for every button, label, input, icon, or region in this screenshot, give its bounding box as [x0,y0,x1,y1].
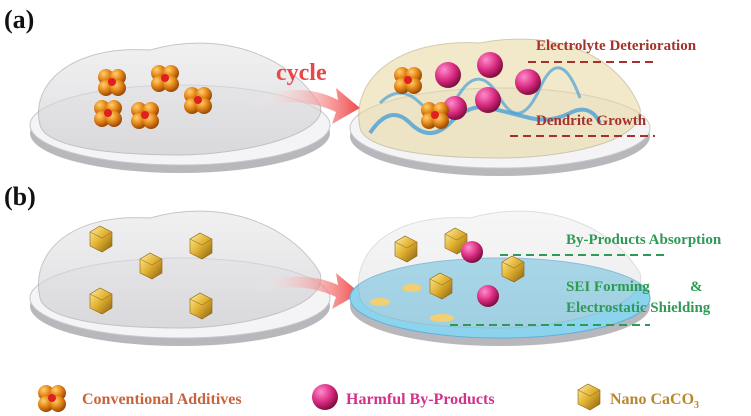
annotation-dendrite-growth: Dendrite Growth [536,113,647,129]
annotation-byproducts-absorption: By-Products Absorption [566,232,722,248]
legend-harmful-byproducts: Harmful By-Products [346,391,495,408]
annotation-ampersand: & [690,279,703,295]
legend-nano-caco3: Nano CaCO3 [610,391,699,411]
absorption-particles [370,227,525,322]
orange-additive-cluster-icon [38,385,66,412]
cycle-label: cycle [276,60,327,86]
annotation-electrostatic-shielding: Electrostatic Shielding [566,300,711,316]
gold-cube-icon [577,383,601,411]
panel-b-label: (b) [4,182,36,211]
annotation-sei-forming: SEI Forming [566,279,650,295]
arrow-b [250,273,360,309]
pink-sphere-icon [312,384,338,410]
harmful-byproduct-particles [394,52,541,129]
panel-a-label: (a) [4,5,34,34]
legend: Conventional Additives Harmful By-Produc… [38,383,699,412]
cycle-arrow [250,88,360,124]
legend-conventional-additives: Conventional Additives [82,391,242,408]
annotation-electrolyte-deterioration: Electrolyte Deterioration [536,38,697,54]
